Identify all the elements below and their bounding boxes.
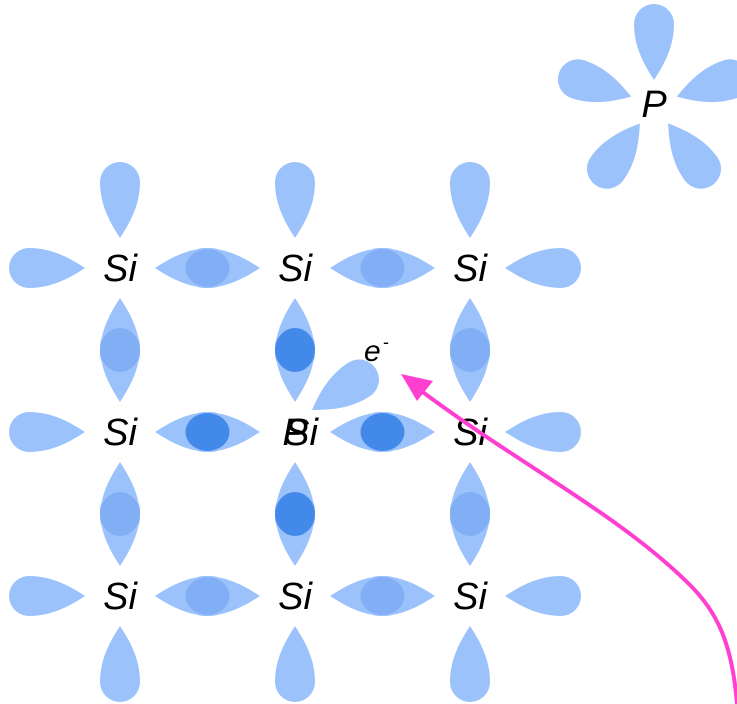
bond-overlap-h-r1-c1 <box>360 413 405 451</box>
bond-overlap-h-r1-c0 <box>185 413 230 451</box>
orbital-lobe-r1-c2-right <box>505 412 581 452</box>
free-p-lobe-5 <box>552 54 638 116</box>
bond-overlap-h-r2-c0 <box>185 577 230 615</box>
silicon-atom-label-r1-c0: Si <box>103 412 138 454</box>
orbital-lobe-r1-c0-left <box>9 412 85 452</box>
dopant-phosphorus-label: P <box>282 412 308 454</box>
orbital-lobe-r0-c0-up <box>100 162 140 238</box>
bond-overlap-v-r1-c2 <box>450 492 490 536</box>
overlapped-silicon-label: Si <box>284 412 319 454</box>
bond-overlap-v-r0-c1 <box>275 328 315 372</box>
orbital-lobe-r2-c0-left <box>9 576 85 616</box>
orbital-lobe-r0-c2-up <box>450 162 490 238</box>
free-phosphorus-atom: P <box>552 4 737 197</box>
silicon-atom-label-r0-c1: Si <box>278 248 313 290</box>
silicon-atom-label-r0-c2: Si <box>453 248 488 290</box>
orbital-lobe-r2-c2-down <box>450 626 490 702</box>
arrow-shaft <box>418 388 737 704</box>
orbital-lobe-r0-c1-up <box>275 162 315 238</box>
bond-overlap-v-r1-c1 <box>275 492 315 536</box>
bond-overlap-v-r1-c0 <box>100 492 140 536</box>
silicon-atom-label-r2-c0: Si <box>103 576 138 618</box>
orbital-lobe-r0-c0-left <box>9 248 85 288</box>
free-electron: e - <box>301 332 389 427</box>
silicon-atom-label-r2-c2: Si <box>453 576 488 618</box>
bond-overlap-v-r0-c2 <box>450 328 490 372</box>
bond-overlap-h-r0-c0 <box>185 249 230 287</box>
orbital-lobe-r0-c2-right <box>505 248 581 288</box>
bond-overlap-v-r0-c0 <box>100 328 140 372</box>
bond-overlap-regions <box>100 249 490 615</box>
orbital-lobe-r2-c0-down <box>100 626 140 702</box>
free-phosphorus-label: P <box>641 84 667 126</box>
bond-overlap-h-r2-c1 <box>360 577 405 615</box>
silicon-atom-label-r0-c0: Si <box>103 248 138 290</box>
electron-label: e <box>364 335 381 368</box>
arrow-to-electron <box>401 374 737 704</box>
silicon-atom-label-r2-c1: Si <box>278 576 313 618</box>
orbital-lobe-r2-c2-right <box>505 576 581 616</box>
electron-charge: - <box>383 332 389 352</box>
arrow-head <box>401 374 433 401</box>
free-p-lobe-1 <box>634 4 674 80</box>
orbital-lobe-r2-c1-down <box>275 626 315 702</box>
bond-overlap-h-r0-c1 <box>360 249 405 287</box>
free-p-lobe-2 <box>670 54 737 116</box>
